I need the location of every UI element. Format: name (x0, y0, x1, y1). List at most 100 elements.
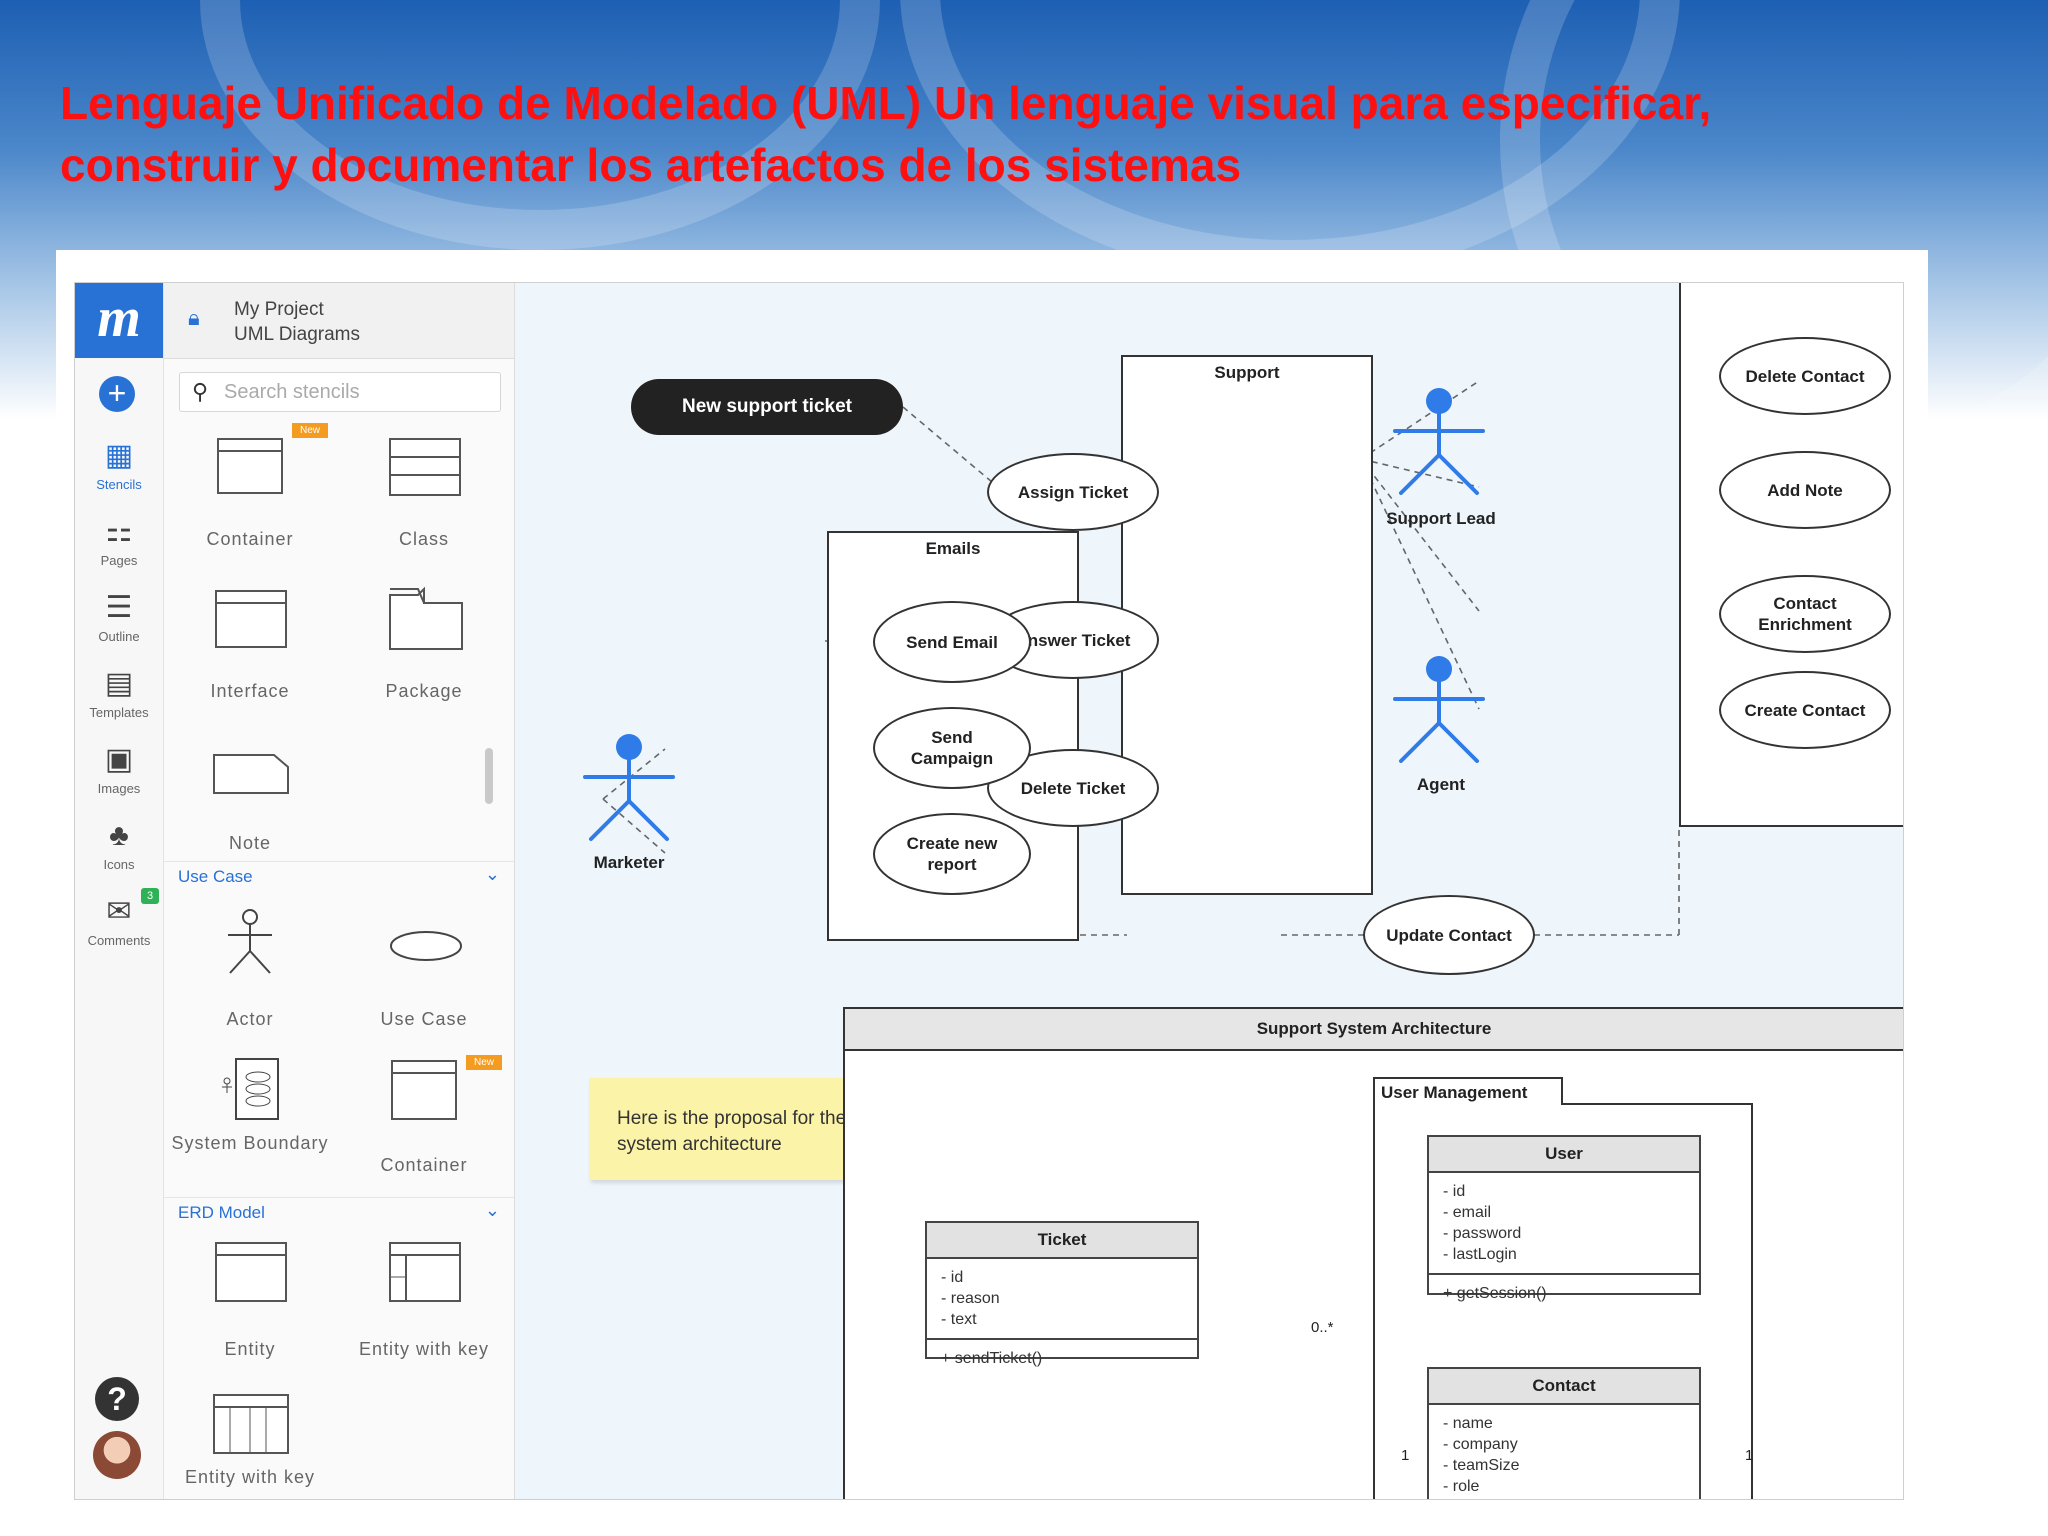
use-case-create-report[interactable]: Create new report (873, 813, 1031, 895)
class-attributes: - id - reason - text (927, 1259, 1197, 1340)
project-title[interactable]: My Project UML Diagrams (234, 297, 360, 347)
class-attribute: - id (1443, 1183, 1466, 1200)
rail-item-stencils[interactable]: ▦ Stencils (75, 433, 163, 505)
stencil-class[interactable]: Class (338, 423, 510, 573)
class-contact[interactable]: Contact - name - company - teamSize - ro… (1427, 1367, 1701, 1499)
section-erd-model[interactable]: ERD Model ⌄ (164, 1197, 514, 1228)
stencil-interface[interactable]: Interface (164, 575, 336, 725)
outline-icon: ☰ (105, 591, 133, 624)
lock-icon: 🔒︎ (188, 305, 200, 330)
stencil-label: Note (228, 833, 272, 853)
use-case-delete-ticket[interactable]: Delete Ticket (987, 749, 1159, 827)
stencil-label: Entity with key (358, 1339, 490, 1359)
help-button[interactable]: ? (95, 1377, 139, 1421)
actor-shape-icon (228, 909, 272, 974)
stencil-actor[interactable]: Actor (164, 893, 336, 1043)
new-support-ticket-button[interactable]: New support ticket (631, 379, 903, 435)
use-case-create-contact[interactable]: Create Contact (1719, 671, 1891, 749)
class-attributes: - name - company - teamSize - role (1429, 1405, 1699, 1499)
class-attribute: - company (1443, 1436, 1518, 1453)
new-tag: New (466, 1055, 502, 1070)
diagram-canvas[interactable]: New support ticket Emails Support Assign… (515, 283, 1903, 1499)
stencil-label: Container (380, 1155, 468, 1175)
class-ticket[interactable]: Ticket - id - reason - text + sendTicket… (925, 1221, 1199, 1367)
rail-item-templates[interactable]: ▤ Templates (75, 661, 163, 733)
templates-icon: ▤ (104, 667, 134, 700)
stencil-note[interactable]: Note (164, 727, 336, 877)
use-case-update-contact[interactable]: Update Contact (1363, 895, 1535, 975)
stencil-container-2[interactable]: Container (338, 1045, 510, 1205)
comments-badge: 3 (141, 888, 159, 904)
class-attribute: - teamSize (1443, 1457, 1520, 1474)
stencil-label: Entity (224, 1339, 276, 1359)
class-attribute: - id (941, 1269, 964, 1286)
app-logo[interactable]: m (75, 283, 163, 358)
comments-icon: ✉ (106, 895, 132, 928)
search-icon: ⚲ (192, 379, 209, 404)
stencil-label: Entity with key (184, 1467, 316, 1487)
stencil-label: Actor (226, 1009, 274, 1029)
rail-label: Outline (98, 629, 140, 644)
multiplicity-one: 1 (1401, 1447, 1410, 1464)
section-label: Use Case (178, 867, 253, 886)
rail-label: Comments (87, 933, 151, 948)
class-operation: + getSession() (1443, 1285, 1547, 1302)
use-case-add-note[interactable]: Add Note (1719, 451, 1891, 529)
interface-shape-icon (215, 590, 287, 648)
rail-label: Templates (89, 705, 149, 720)
stencil-container[interactable]: Container (164, 423, 336, 573)
project-header: 🔒︎ My Project UML Diagrams (164, 283, 514, 359)
add-button[interactable]: + (99, 376, 135, 412)
rail-item-comments[interactable]: ✉ Comments (75, 889, 163, 961)
marketer-actor-icon[interactable] (577, 733, 687, 853)
images-icon: ▣ (104, 743, 134, 776)
support-boundary[interactable]: Support (1121, 355, 1373, 895)
stencil-label: Class (398, 529, 449, 549)
container-shape-icon (391, 1060, 457, 1120)
multiplicity-one: 1 (1745, 1447, 1754, 1464)
boundary-title: Support (1214, 363, 1280, 382)
stencil-entity-with-key-2[interactable]: Entity with key (164, 1381, 336, 1499)
stencil-package[interactable]: Package (338, 575, 510, 725)
class-user[interactable]: User - id - email - password - lastLogin… (1427, 1135, 1701, 1302)
stencil-label: System Boundary (171, 1133, 329, 1153)
search-input[interactable]: ⚲ Search stencils (179, 372, 501, 412)
use-case-send-campaign[interactable]: Send Campaign (873, 707, 1031, 789)
stencil-panel: 🔒︎ My Project UML Diagrams ⚲ Search sten… (164, 283, 515, 1499)
avatar[interactable] (93, 1431, 141, 1479)
rail-label: Stencils (96, 477, 142, 492)
stencil-label: Use Case (380, 1009, 468, 1029)
new-tag: New (292, 423, 328, 438)
class-attribute: - password (1443, 1225, 1522, 1242)
rail-label: Icons (103, 857, 135, 872)
stencil-use-case[interactable]: Use Case (338, 893, 510, 1043)
rail-label: Images (97, 781, 141, 796)
section-use-case[interactable]: Use Case ⌄ (164, 861, 514, 892)
class-attribute: - reason (941, 1290, 1000, 1307)
use-case-contact-enrichment[interactable]: Contact Enrichment (1719, 575, 1891, 653)
class-operation: + sendTicket() (941, 1350, 1043, 1367)
rail-item-images[interactable]: ▣ Images (75, 737, 163, 809)
stencil-label: Package (385, 681, 463, 701)
stencils-icon: ▦ (104, 439, 134, 472)
stencil-scrollbar[interactable] (485, 748, 493, 804)
agent-label: Agent (1416, 775, 1466, 794)
icon-rail: m + ▦ Stencils ⚏ Pages ☰ Outline ▤ Templ… (75, 283, 164, 1499)
use-case-delete-contact[interactable]: Delete Contact (1719, 337, 1891, 415)
use-case-send-email[interactable]: Send Email (873, 601, 1031, 683)
support-lead-label: Support Lead (1386, 509, 1496, 528)
use-case-assign-ticket[interactable]: Assign Ticket (987, 453, 1159, 531)
entity-key-table-icon (213, 1394, 289, 1454)
entity-shape-icon (215, 1242, 287, 1302)
rail-item-pages[interactable]: ⚏ Pages (75, 509, 163, 581)
rail-item-outline[interactable]: ☰ Outline (75, 585, 163, 657)
use-case-shape-icon (390, 931, 462, 961)
stencil-entity[interactable]: Entity (164, 1229, 336, 1379)
class-attribute: - name (1443, 1415, 1493, 1432)
agent-actor-icon[interactable] (1387, 655, 1497, 775)
note-shape-icon (213, 754, 289, 794)
stencil-system-boundary[interactable]: System Boundary (164, 1045, 336, 1205)
stencil-entity-with-key[interactable]: Entity with key (338, 1229, 510, 1379)
rail-item-icons[interactable]: ♣ Icons (75, 813, 163, 885)
support-lead-actor-icon[interactable] (1387, 387, 1497, 507)
